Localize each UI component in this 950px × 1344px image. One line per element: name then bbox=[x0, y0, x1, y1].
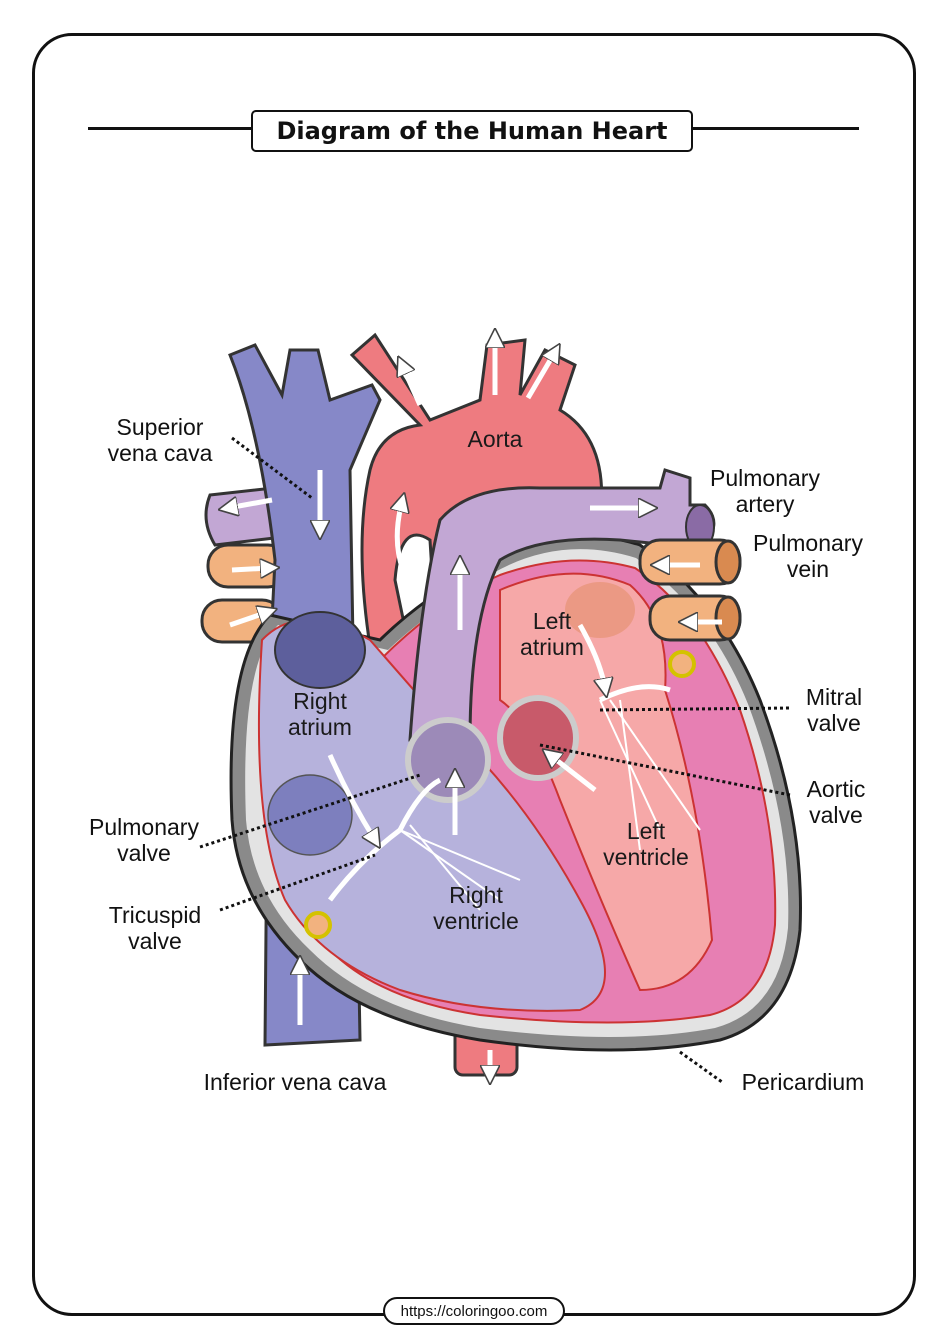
label-left-atrium: Left atrium bbox=[520, 608, 584, 660]
footer-url[interactable]: https://coloringoo.com bbox=[383, 1297, 565, 1325]
title-rule-right bbox=[693, 127, 859, 130]
label-pericardium: Pericardium bbox=[741, 1069, 865, 1095]
label-pulmonary-vein: Pulmonary vein bbox=[753, 530, 863, 582]
inf-vena-cava-opening bbox=[267, 774, 353, 856]
label-superior-vena-cava: Superior vena cava bbox=[107, 414, 213, 466]
label-tricuspid-valve: Tricuspid valve bbox=[108, 902, 202, 954]
pulmonary-valve-shape bbox=[405, 717, 491, 803]
label-aortic-valve: Aortic valve bbox=[806, 776, 866, 828]
label-pulmonary-artery: Pulmonary artery bbox=[710, 465, 820, 517]
sup-vena-cava-opening bbox=[274, 611, 366, 689]
label-aorta: Aorta bbox=[467, 426, 523, 452]
label-right-atrium: Right atrium bbox=[288, 688, 352, 740]
label-mitral-valve: Mitral valve bbox=[805, 684, 863, 736]
label-inferior-vena-cava: Inferior vena cava bbox=[203, 1069, 387, 1095]
leader-lines bbox=[199, 436, 791, 1084]
node-left bbox=[304, 911, 332, 939]
label-pulmonary-valve: Pulmonary valve bbox=[89, 814, 199, 866]
flow-arrows bbox=[228, 338, 722, 1075]
label-left-ventricle: Left ventricle bbox=[603, 818, 689, 870]
title-rule-left bbox=[88, 127, 251, 130]
left-atrium-flap bbox=[565, 582, 635, 638]
chordae-tendineae bbox=[328, 684, 701, 911]
page-title: Diagram of the Human Heart bbox=[251, 110, 693, 152]
label-right-ventricle: Right ventricle bbox=[433, 882, 519, 934]
node-right bbox=[668, 650, 696, 678]
left-chamber bbox=[499, 572, 714, 992]
